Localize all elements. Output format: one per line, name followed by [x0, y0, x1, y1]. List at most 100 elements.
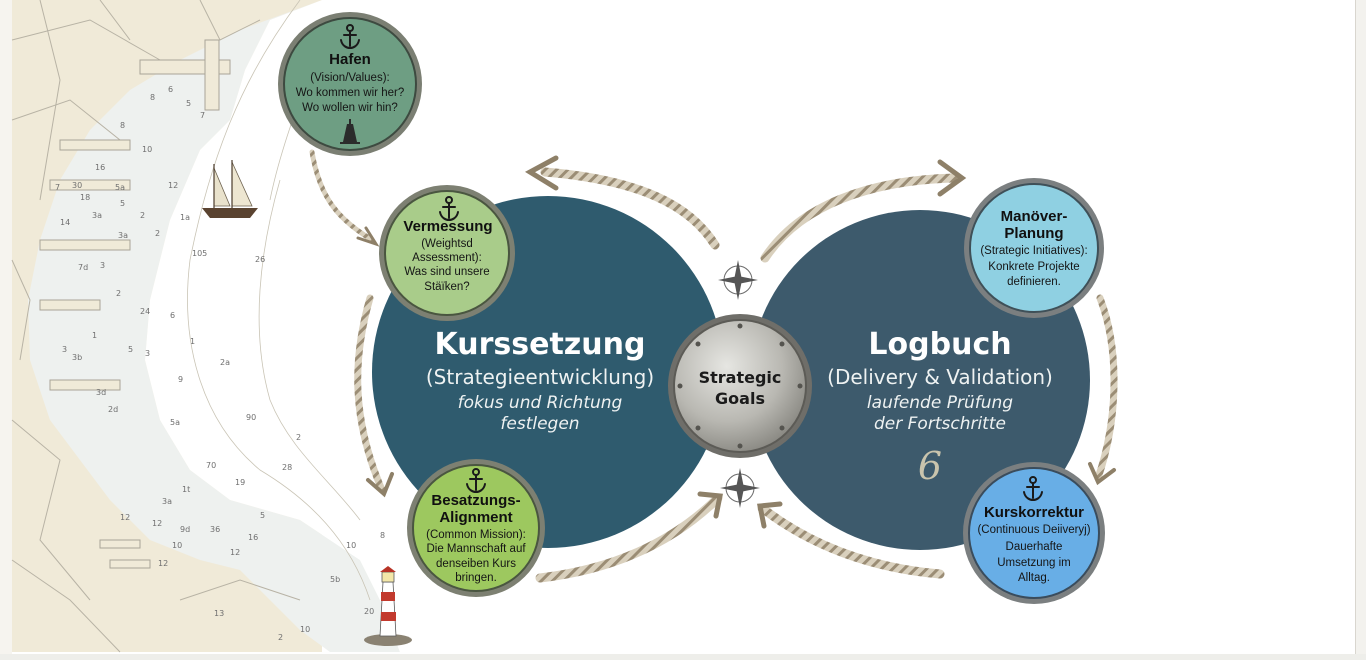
depth-number: 5 [186, 99, 191, 108]
open-sea [145, 0, 420, 652]
kurskorrektur-line-2: Dauerhafte [1005, 541, 1063, 553]
depth-numbers: 8657810125a1618145221a3a307105263a322451… [55, 85, 385, 642]
depth-number: 6 [168, 85, 173, 94]
depth-number: 30 [72, 181, 82, 190]
depth-number: 3b [72, 353, 82, 362]
depth-number: 36 [210, 525, 220, 534]
kurskorrektur-line-3: Umsetzung im [997, 557, 1071, 569]
hafen-title: Hafen [329, 51, 371, 68]
rope-arrow-icon [540, 167, 720, 250]
depth-number: 12 [230, 548, 240, 557]
depth-number: 13 [214, 609, 224, 618]
nautical-chart: 8657810125a1618145221a3a307105263a322451… [11, 0, 420, 653]
street-lines [11, 0, 301, 653]
depth-number: 3 [62, 345, 67, 354]
vermessung-line-2: Assessment): [412, 252, 482, 264]
rope-arrow-icon [354, 294, 386, 494]
depth-number: 1 [190, 337, 195, 346]
depth-number: 3 [145, 349, 150, 358]
hub-line-2: Goals [715, 389, 765, 408]
rope-arrow-icon [760, 173, 960, 263]
depth-number: 7d [78, 263, 88, 272]
anchor-icon [1023, 476, 1043, 502]
depth-number: 3a [92, 211, 102, 220]
depth-number: 10 [142, 145, 152, 154]
hafen-line-1: (Vision/Values): [310, 72, 390, 84]
vermessung-line-4: Stäïken? [424, 281, 470, 293]
depth-number: 1 [92, 331, 97, 340]
hafen-line-2: Wo kommen wir her? [295, 87, 405, 99]
depth-number: 16 [248, 533, 258, 542]
buoy-icon [340, 119, 360, 144]
besatzung-title-1: Besatzungs- [431, 492, 521, 509]
besatzung-line-4: bringen. [455, 572, 497, 584]
piers [39, 39, 231, 569]
rope-arrow-icon [757, 503, 945, 579]
depth-number: 2 [116, 289, 121, 298]
rope-arrows [309, 149, 1118, 583]
left-border [0, 0, 12, 660]
depth-number: 6 [170, 311, 175, 320]
hub-line-1: Strategic [698, 368, 782, 387]
depth-number: 5 [120, 199, 125, 208]
depth-number: 12 [152, 519, 162, 528]
vermessung-title: Vermessung [403, 218, 493, 235]
depth-number: 2a [220, 358, 230, 367]
depth-number: 12 [120, 513, 130, 522]
depth-number: 5 [128, 345, 133, 354]
depth-number: 20 [364, 607, 374, 616]
kurssetzung-tagline-2: festlegen [500, 414, 580, 434]
depth-number: 19 [235, 478, 245, 487]
depth-number: 5a [115, 183, 125, 192]
kurssetzung-title: Kurssetzung [434, 327, 646, 362]
depth-number: 12 [168, 181, 178, 190]
bottom-border [0, 654, 1366, 660]
kurskorrektur-line-4: Alltag. [1018, 572, 1050, 584]
depth-number: 5b [330, 575, 340, 584]
depth-number: 105 [192, 249, 207, 258]
anchor-icon [340, 24, 360, 50]
depth-number: 9d [180, 525, 190, 534]
depth-number: 8 [120, 121, 125, 130]
manoever-node [964, 178, 1104, 318]
besatzung-line-3: denseiben Kurs [436, 558, 516, 570]
depth-number: 16 [95, 163, 105, 172]
logbuch-tagline-2: der Fortschritte [874, 414, 1006, 434]
rope-arrow-icon [535, 493, 723, 583]
manoever-line-3: definieren. [1007, 276, 1061, 288]
depth-number: 10 [346, 541, 356, 550]
vermessung-line-1: (Weightsd [421, 238, 473, 250]
rope-arrow-icon [309, 149, 375, 243]
depth-number: 2 [296, 433, 301, 442]
depth-number: 1a [180, 213, 190, 222]
kurssetzung-tagline-1: fokus und Richtung [457, 393, 623, 413]
logbuch-title: Logbuch [868, 327, 1012, 362]
vermessung-node [379, 185, 515, 321]
besatzung-title-2: Alignment [439, 509, 513, 526]
depth-number: 2 [155, 229, 160, 238]
depth-number: 3 [100, 261, 105, 270]
right-border [1355, 0, 1366, 660]
depth-number: 2d [108, 405, 118, 414]
rope-arrow-icon [1094, 294, 1118, 482]
sea-area [28, 0, 400, 652]
depth-number: 10 [172, 541, 182, 550]
compass-rose-icon [720, 468, 760, 508]
depth-number: 5a [170, 418, 180, 427]
depth-number: 90 [246, 413, 256, 422]
sailing-ship-icon [202, 160, 258, 218]
depth-number: 5 [260, 511, 265, 520]
depth-number: 7 [200, 111, 205, 120]
kurskorrektur-title: Kurskorrektur [983, 504, 1085, 521]
depth-number: 8 [380, 531, 385, 540]
manoever-title-1: Manöver- [1000, 208, 1068, 225]
depth-number: 26 [255, 255, 265, 264]
logbuch-mark: 6 [917, 444, 943, 488]
hafen-line-3: Wo wollen wir hin? [302, 102, 398, 114]
depth-number: 7 [55, 183, 60, 192]
manoever-line-1: (Strategic Initiatives): [980, 245, 1088, 257]
manoever-title-2: Planung [1004, 225, 1064, 242]
strategic-goals-hub [668, 314, 812, 458]
depth-number: 24 [140, 307, 150, 316]
logbuch-subtitle: (Delivery & Validation) [827, 365, 1053, 389]
